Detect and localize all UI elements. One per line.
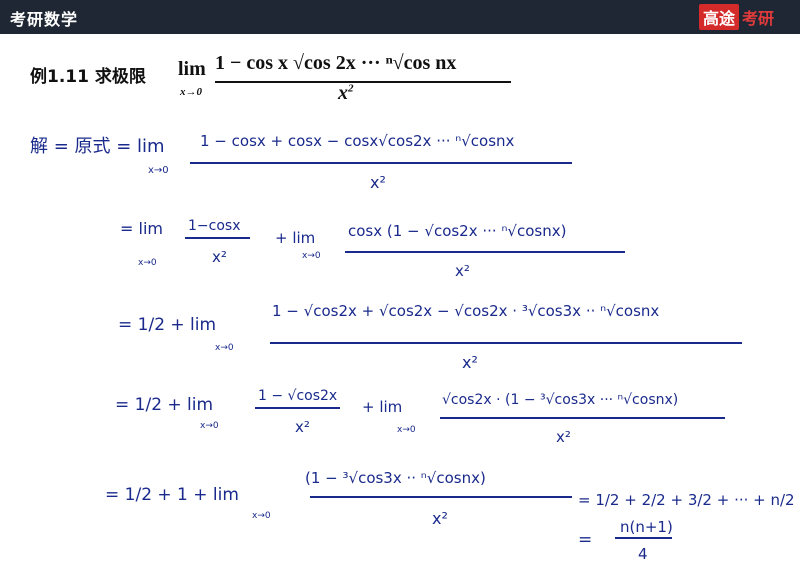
line4-plus: + lim <box>362 398 402 416</box>
line5-lead: = 1/2 + 1 + lim <box>105 485 239 505</box>
line6-result-num: n(n+1) <box>620 518 673 536</box>
problem-lim-subscript: x→0 <box>180 86 202 98</box>
problem-numerator: 1 − cos x √cos 2x ··· ⁿ√cos nx <box>215 52 457 74</box>
line2-plus: + lim <box>275 229 315 247</box>
line3-sub: x→0 <box>215 343 234 353</box>
line5-sum: = 1/2 + 2/2 + 3/2 + ··· + n/2 <box>578 491 795 509</box>
line4-sub: x→0 <box>200 421 219 431</box>
line3-numerator: 1 − √cos2x + √cos2x − √cos2x · ³√cos3x ·… <box>272 302 659 320</box>
line4-sub2: x→0 <box>397 425 416 435</box>
line2-frac2-den: x² <box>455 262 470 280</box>
line2-frac2-num: cosx (1 − √cos2x ··· ⁿ√cosnx) <box>348 222 566 240</box>
line4-frac1-num: 1 − √cos2x <box>258 388 337 404</box>
top-bar: 考研数学 高途 考研 <box>0 0 800 34</box>
line6-eq: = <box>578 530 592 550</box>
line4-lead: = 1/2 + lim <box>115 395 213 415</box>
course-title: 考研数学 <box>10 10 79 29</box>
line1-lead: 解 = 原式 = lim <box>30 136 165 157</box>
line5-sub: x→0 <box>252 511 271 521</box>
line1-numerator: 1 − cosx + cosx − cosx√cos2x ··· ⁿ√cosnx <box>200 132 515 150</box>
line2-frac1-den: x² <box>212 248 227 266</box>
line6-result-den: 4 <box>638 545 648 563</box>
line2-lead: = lim <box>120 219 163 238</box>
problem-lim: lim <box>178 58 206 80</box>
line5-denominator: x² <box>432 509 448 528</box>
problem-label: 例1.11 求极限 <box>30 67 146 87</box>
line1-sub: x→0 <box>148 165 169 176</box>
line1-denominator: x² <box>370 173 386 192</box>
line4-frac1-den: x² <box>295 418 310 436</box>
brand-logo: 高途 考研 <box>698 4 774 30</box>
brand-logo-text: 考研 <box>741 9 774 28</box>
line2-sub2: x→0 <box>302 251 321 261</box>
line2-frac1-num: 1−cosx <box>188 218 240 234</box>
line4-frac2-den: x² <box>556 428 571 446</box>
line3-lead: = 1/2 + lim <box>118 315 216 335</box>
problem-fraction-bar <box>215 81 511 83</box>
problem-statement: 例1.11 求极限 lim x→0 1 − cos x √cos 2x ··· … <box>30 50 530 110</box>
brand-logo-box: 高途 <box>698 4 739 30</box>
line4-frac2-num: √cos2x · (1 − ³√cos3x ··· ⁿ√cosnx) <box>442 392 678 408</box>
line2-sub: x→0 <box>138 258 157 268</box>
line5-numerator: (1 − ³√cos3x ·· ⁿ√cosnx) <box>305 469 486 487</box>
line3-denominator: x² <box>462 353 478 372</box>
problem-denominator: x2 <box>338 82 354 104</box>
